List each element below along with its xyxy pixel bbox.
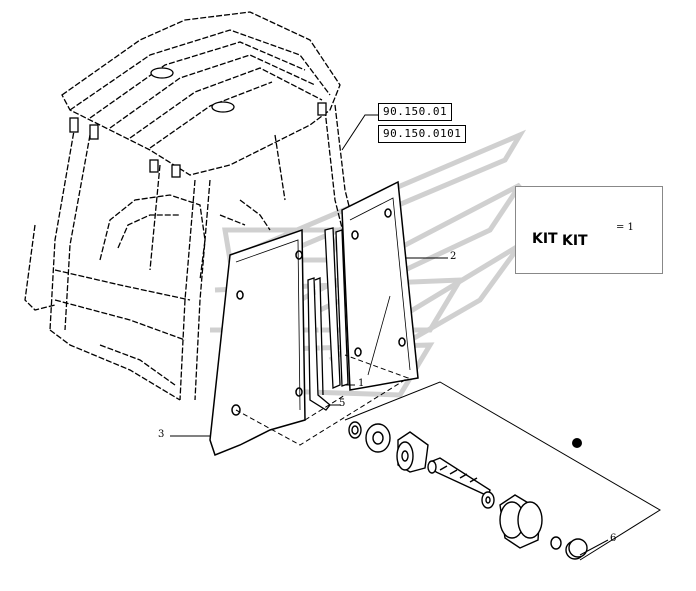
glass-panel-2 [341, 180, 419, 391]
callout-5: 5 [339, 398, 346, 409]
callout-6: 6 [610, 533, 617, 544]
reference-code-2: 90.150.0101 [378, 125, 467, 143]
kit-legend-panel: KIT KIT = 1 [515, 186, 663, 274]
kit-label-right: KIT [562, 233, 588, 249]
cab-frame [24, 11, 361, 401]
callout-1: 1 [358, 378, 365, 389]
seal-strip-1 [324, 227, 349, 389]
reference-code-1: 90.150.01 [378, 103, 453, 121]
hardware-stack [344, 381, 661, 561]
callout-2: 2 [450, 251, 457, 262]
assembly-lines [235, 354, 410, 446]
glass-panel-3 [209, 228, 306, 456]
cab-leader-line [341, 114, 378, 151]
roof-caps [69, 67, 327, 178]
kit-legend-equals: = 1 [616, 222, 634, 233]
callout-3: 3 [158, 429, 165, 440]
kit-bullet-hardware [572, 438, 582, 448]
callout-leaders [170, 257, 609, 556]
kit-label-left: KIT [532, 231, 558, 247]
